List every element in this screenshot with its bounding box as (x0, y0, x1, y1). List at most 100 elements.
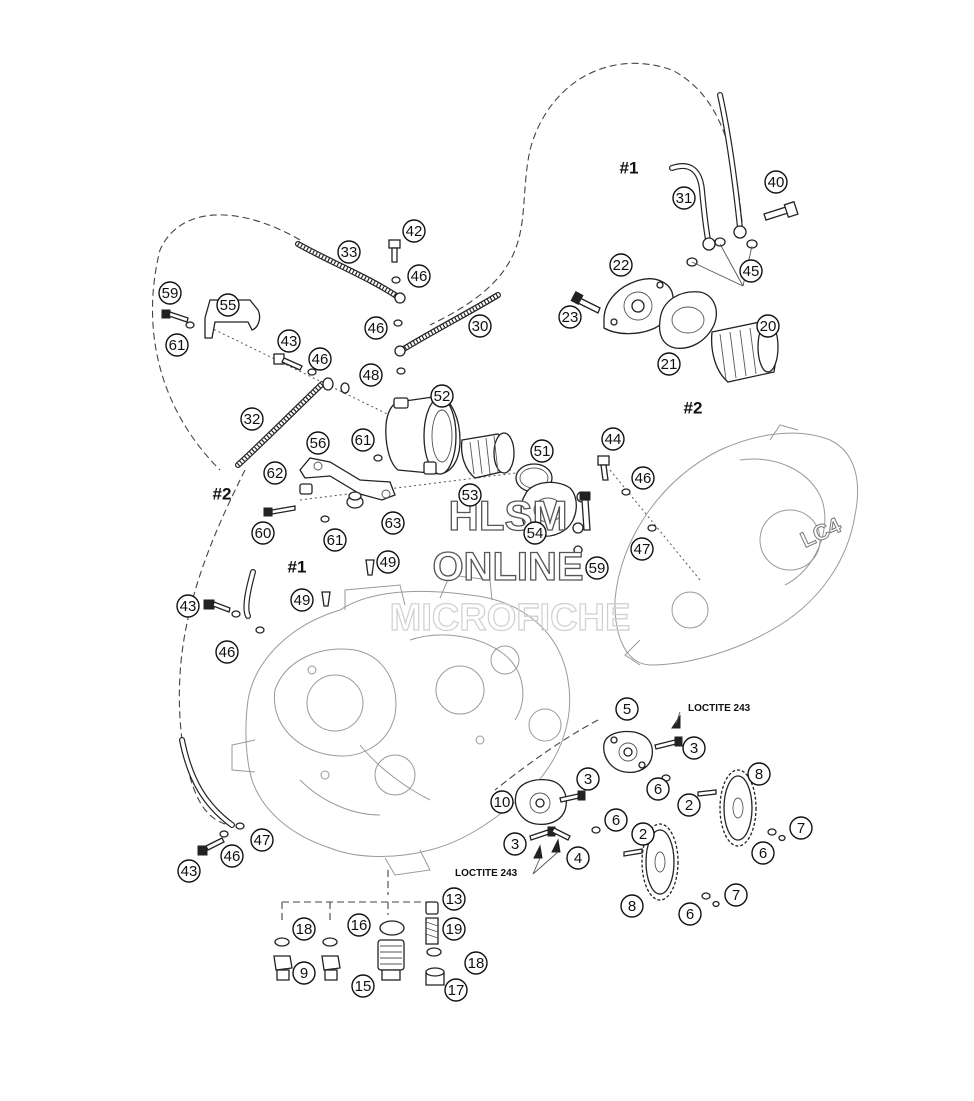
callout-circle (364, 316, 388, 340)
callout-23: 23 (558, 305, 582, 329)
callout-circle (292, 917, 316, 941)
callout-circle (337, 240, 361, 264)
callout-number: 8 (755, 766, 763, 783)
bolt-43-bottom (197, 822, 245, 856)
callout-number: 13 (446, 891, 463, 908)
bolt-23 (570, 291, 601, 314)
callout-number: 46 (224, 848, 241, 865)
callout-circle (430, 384, 454, 408)
callout-circle (672, 186, 696, 210)
callout-number: 47 (634, 541, 651, 558)
callout-number: 3 (690, 740, 698, 757)
callout-circle (646, 777, 670, 801)
callout-circle (789, 816, 813, 840)
callout-circle (682, 736, 706, 760)
callout-circle (530, 439, 554, 463)
callout-circle (442, 917, 466, 941)
callout-46: 46 (407, 264, 431, 288)
callout-number: 47 (254, 832, 271, 849)
callout-number: 5 (623, 701, 631, 718)
washer-61-mid (320, 454, 383, 523)
callout-number: 43 (281, 333, 298, 350)
callout-circle (216, 293, 240, 317)
callout-circle (158, 281, 182, 305)
callout-number: 33 (341, 244, 358, 261)
cover-22 (603, 278, 674, 335)
callout-7: 7 (724, 883, 748, 907)
callout-circle (724, 883, 748, 907)
callout-circle (277, 329, 301, 353)
callout-circle (747, 762, 771, 786)
callout-number: 32 (244, 411, 261, 428)
callout-number: 6 (654, 781, 662, 798)
callout-number: 54 (527, 525, 544, 542)
callout-62: 62 (263, 461, 287, 485)
callout-46: 46 (215, 640, 239, 664)
callout-circle (347, 913, 371, 937)
callout-number: 55 (220, 297, 237, 314)
callout-circle (250, 828, 274, 852)
callout-3: 3 (576, 767, 600, 791)
callout-circle (576, 767, 600, 791)
callout-32: 32 (240, 407, 264, 431)
callout-number: 10 (494, 794, 511, 811)
callout-number: 9 (300, 965, 308, 982)
callout-number: 46 (368, 320, 385, 337)
callout-circle (251, 521, 275, 545)
callout-31: 31 (672, 186, 696, 210)
callout-circle (323, 528, 347, 552)
callout-number: 16 (351, 917, 368, 934)
callout-number: 44 (605, 431, 622, 448)
callout-30: 30 (468, 314, 492, 338)
callout-number: 42 (406, 223, 423, 240)
callout-number: 49 (294, 592, 311, 609)
callout-5: 5 (615, 697, 639, 721)
loctite-note: LOCTITE 243 (688, 703, 751, 714)
callout-51: 51 (530, 439, 554, 463)
connection-label: #2 (213, 485, 232, 504)
callout-circle (240, 407, 264, 431)
callout-number: 23 (562, 309, 579, 326)
routing-lines (151, 62, 743, 920)
callout-46: 46 (308, 347, 332, 371)
callout-number: 61 (169, 337, 186, 354)
callout-number: 48 (363, 367, 380, 384)
callout-19: 19 (442, 917, 466, 941)
callout-22: 22 (609, 253, 633, 277)
callout-number: 43 (180, 598, 197, 615)
callout-circle (558, 305, 582, 329)
washer-61-top (185, 321, 195, 329)
hose-30 (394, 292, 501, 357)
callout-17: 17 (444, 978, 468, 1002)
washers-46-top (391, 276, 406, 375)
callout-21: 21 (657, 352, 681, 376)
bolt-60 (263, 505, 296, 517)
callout-40: 40 (764, 170, 788, 194)
bracket-56 (299, 457, 396, 501)
callout-43: 43 (277, 329, 301, 353)
callout-circle (351, 974, 375, 998)
callout-number: 61 (355, 432, 372, 449)
watermark-line1: HLSM (449, 492, 568, 539)
callout-circle (402, 219, 426, 243)
callout-8: 8 (747, 762, 771, 786)
callout-3: 3 (682, 736, 706, 760)
washer-48 (340, 382, 350, 394)
callout-circle (351, 428, 375, 452)
callout-circle (678, 902, 702, 926)
callout-circle (756, 314, 780, 338)
callout-16: 16 (347, 913, 371, 937)
callout-61: 61 (351, 428, 375, 452)
callout-2: 2 (677, 793, 701, 817)
callout-circle (458, 483, 482, 507)
callout-circle (176, 594, 200, 618)
hose-33 (295, 241, 406, 304)
callout-number: 53 (462, 487, 479, 504)
gear-8-lower (641, 823, 679, 901)
plug-17 (425, 967, 445, 986)
callout-number: 46 (219, 644, 236, 661)
gasket-21 (658, 291, 717, 349)
callout-number: 49 (380, 554, 397, 571)
callout-number: 6 (759, 845, 767, 862)
